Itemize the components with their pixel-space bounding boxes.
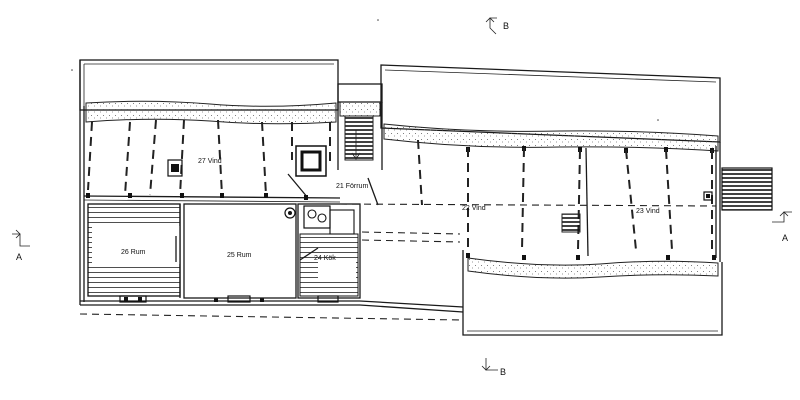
- svg-text:B: B: [503, 21, 509, 31]
- roof-hatch: [167, 159, 183, 177]
- room-label-22: 22 Vind: [462, 205, 486, 212]
- room-label-26: 26 Rum: [121, 249, 146, 256]
- room-26: [87, 203, 181, 298]
- stair-column: [337, 83, 383, 170]
- chimney: [295, 145, 327, 177]
- room-label-21: 21 Förrum: [336, 183, 368, 190]
- section-marker-right-a: A: [772, 211, 792, 243]
- room-label-25: 25 Rum: [227, 252, 252, 259]
- room-25: [183, 203, 297, 299]
- lower-right-roof-block: [462, 257, 723, 336]
- room-label-23: 23 Vind: [636, 208, 660, 215]
- attic-22-23-beams: [339, 139, 717, 257]
- svg-text:B: B: [500, 367, 506, 377]
- room-label-27: 27 Vind: [198, 158, 222, 165]
- right-roof-block: [380, 64, 721, 152]
- room-label-24: 24 Kök: [314, 255, 336, 262]
- room-24: [297, 203, 361, 299]
- left-roof-block: [79, 59, 339, 125]
- section-marker-left-a: A: [12, 229, 30, 262]
- outer-stair: [721, 167, 773, 211]
- svg-text:A: A: [16, 252, 22, 262]
- svg-text:A: A: [782, 233, 788, 243]
- roof-hatch-22: [561, 213, 581, 233]
- attic-27-beams: [83, 119, 341, 203]
- section-marker-top-b: B: [485, 17, 509, 35]
- outer-walls: [79, 60, 721, 321]
- section-marker-bottom-b: B: [481, 358, 506, 377]
